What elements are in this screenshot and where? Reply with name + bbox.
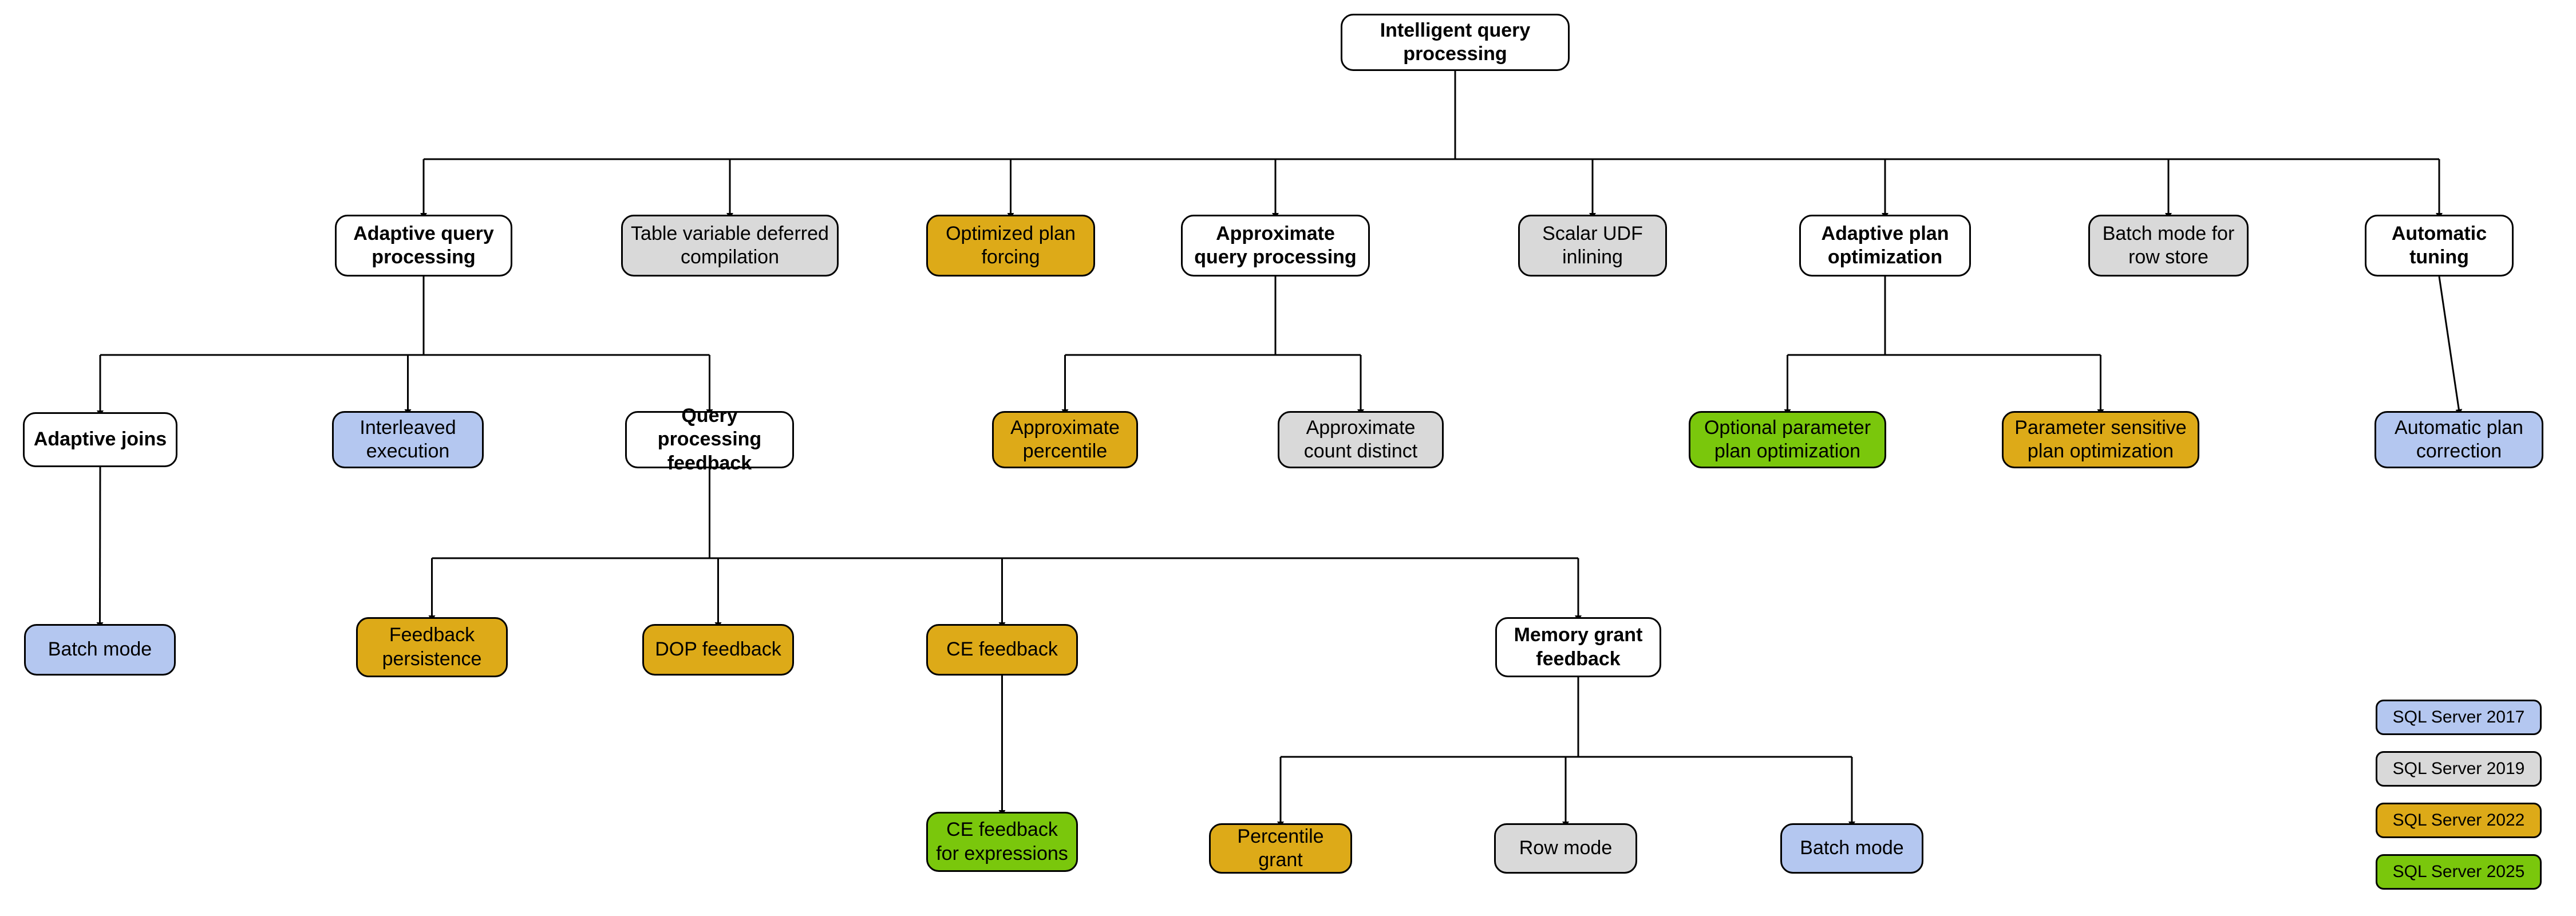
- node-mgfb[interactable]: Memory grant feedback: [1495, 617, 1661, 677]
- node-pspo[interactable]: Parameter sensitive plan optimization: [2002, 411, 2199, 468]
- node-label: Parameter sensitive plan optimization: [2014, 416, 2187, 462]
- node-label: Batch mode: [48, 638, 152, 661]
- legend-item-orange[interactable]: SQL Server 2022: [2376, 803, 2542, 838]
- node-label: Automatic tuning: [2391, 222, 2487, 268]
- node-qpf[interactable]: Query processing feedback: [625, 405, 794, 474]
- node-label: Interleaved execution: [359, 416, 456, 462]
- node-label: Optional parameter plan optimization: [1704, 416, 1871, 462]
- node-label: Approximate query processing: [1194, 222, 1357, 268]
- node-label: CE feedback for expressions: [936, 819, 1068, 864]
- node-label: Memory grant feedback: [1514, 624, 1643, 670]
- node-label: Approximate percentile: [1010, 416, 1120, 462]
- node-label: Feedback persistence: [382, 624, 482, 670]
- node-label: Percentile grant: [1237, 825, 1324, 871]
- node-aqp[interactable]: Adaptive query processing: [335, 215, 512, 277]
- node-label: Scalar UDF inlining: [1542, 222, 1643, 268]
- connector: [2438, 276, 2463, 415]
- legend-item-green[interactable]: SQL Server 2025: [2376, 854, 2542, 890]
- node-opf[interactable]: Optimized plan forcing: [926, 215, 1095, 277]
- node-autotune[interactable]: Automatic tuning: [2365, 215, 2514, 277]
- legend-item-gray[interactable]: SQL Server 2019: [2376, 751, 2542, 787]
- node-ilex[interactable]: Interleaved execution: [332, 411, 484, 468]
- node-tvdc[interactable]: Table variable deferred compilation: [621, 215, 839, 277]
- node-label: Adaptive joins: [33, 428, 167, 451]
- legend-item-label: SQL Server 2017: [2392, 708, 2525, 727]
- node-root[interactable]: Intelligent query processing: [1341, 14, 1570, 71]
- node-dopfb[interactable]: DOP feedback: [642, 624, 794, 676]
- legend-item-label: SQL Server 2022: [2392, 811, 2525, 830]
- node-fbpers[interactable]: Feedback persistence: [356, 617, 508, 677]
- legend-item-label: SQL Server 2019: [2392, 759, 2525, 778]
- node-label: Adaptive plan optimization: [1821, 222, 1949, 268]
- node-bmode2[interactable]: Batch mode: [1780, 823, 1923, 874]
- legend-item-blue[interactable]: SQL Server 2017: [2376, 700, 2542, 735]
- node-apqp[interactable]: Approximate query processing: [1181, 215, 1370, 277]
- legend-item-label: SQL Server 2025: [2392, 862, 2525, 881]
- connector: [96, 467, 104, 628]
- node-label: DOP feedback: [655, 638, 781, 661]
- node-bmrs[interactable]: Batch mode for row store: [2088, 215, 2249, 277]
- node-cefbexp[interactable]: CE feedback for expressions: [926, 812, 1078, 872]
- node-apc[interactable]: Automatic plan correction: [2374, 411, 2543, 468]
- node-label: Approximate count distinct: [1303, 416, 1418, 462]
- node-label: Table variable deferred compilation: [631, 222, 829, 268]
- node-label: Row mode: [1519, 837, 1613, 859]
- node-label: CE feedback: [946, 638, 1058, 661]
- node-bmode1[interactable]: Batch mode: [24, 624, 176, 676]
- node-pgrant[interactable]: Percentile grant: [1209, 823, 1352, 874]
- node-sudf[interactable]: Scalar UDF inlining: [1518, 215, 1667, 277]
- node-ajoins[interactable]: Adaptive joins: [23, 412, 177, 467]
- node-apo[interactable]: Adaptive plan optimization: [1799, 215, 1971, 277]
- node-label: Adaptive query processing: [353, 222, 494, 268]
- node-approxp[interactable]: Approximate percentile: [992, 411, 1138, 468]
- node-approxc[interactable]: Approximate count distinct: [1278, 411, 1444, 468]
- node-rmode[interactable]: Row mode: [1494, 823, 1637, 874]
- node-label: Batch mode for row store: [2102, 222, 2235, 268]
- node-cefb[interactable]: CE feedback: [926, 624, 1078, 676]
- node-label: Automatic plan correction: [2395, 416, 2523, 462]
- node-label: Query processing feedback: [657, 404, 762, 474]
- node-label: Optimized plan forcing: [946, 222, 1076, 268]
- node-label: Intelligent query processing: [1380, 19, 1531, 65]
- node-oppo[interactable]: Optional parameter plan optimization: [1689, 411, 1886, 468]
- node-label: Batch mode: [1800, 837, 1904, 859]
